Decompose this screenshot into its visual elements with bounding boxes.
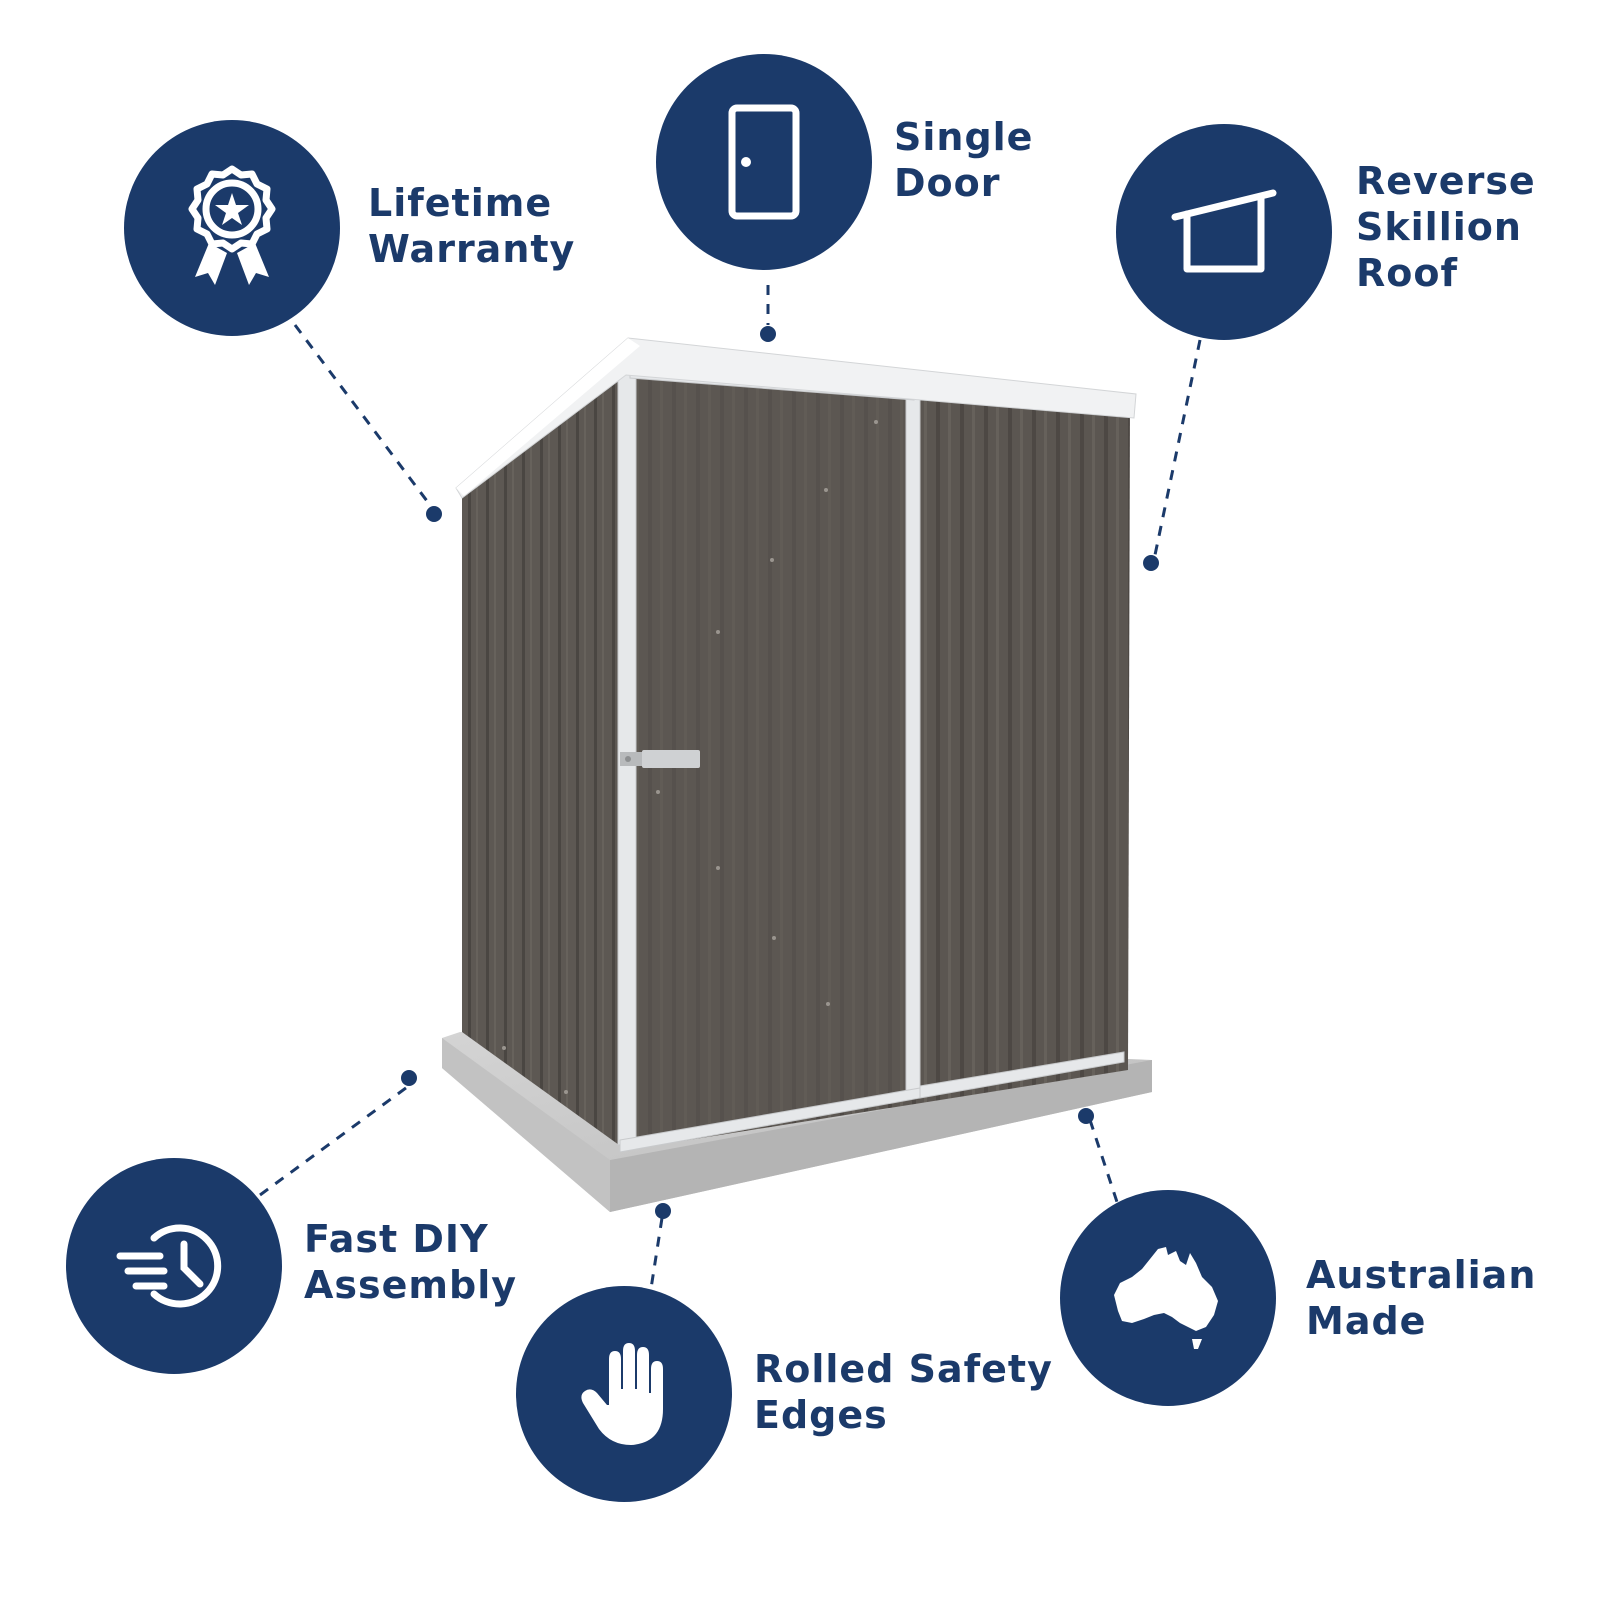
warranty-connector-dot xyxy=(426,506,442,522)
award-ribbon-icon xyxy=(188,165,276,285)
shed-side-wall xyxy=(462,362,626,1150)
door-label-line1: Single xyxy=(894,115,1034,159)
roof-badge xyxy=(1116,124,1332,340)
made-badge xyxy=(1060,1190,1276,1406)
door-label: Single Door xyxy=(894,114,1033,206)
door-label-line2: Door xyxy=(894,161,1001,205)
made-connector-dot xyxy=(1078,1108,1094,1124)
warranty-badge xyxy=(124,120,340,336)
roof-label: Reverse Skillion Roof xyxy=(1356,158,1536,296)
assembly-label-line2: Assembly xyxy=(304,1263,518,1307)
door-icon xyxy=(728,104,800,220)
made-connector xyxy=(1088,1119,1120,1206)
assembly-connector xyxy=(259,1083,411,1197)
assembly-badge xyxy=(66,1158,282,1374)
shed-door-panel xyxy=(636,375,908,1138)
made-label-line1: Australian xyxy=(1306,1253,1537,1297)
door-latch xyxy=(620,750,700,768)
edges-connector xyxy=(648,1217,664,1296)
warranty-label-line2: Warranty xyxy=(368,227,576,271)
made-label-line2: Made xyxy=(1306,1299,1427,1343)
roof-label-line1: Reverse xyxy=(1356,159,1536,203)
warranty-label: Lifetime Warranty xyxy=(368,180,575,272)
hand-icon xyxy=(581,1343,663,1445)
edges-label-line1: Rolled Safety xyxy=(754,1347,1053,1391)
roof-connector-dot xyxy=(1143,555,1159,571)
assembly-label-line1: Fast DIY xyxy=(304,1217,489,1261)
door-badge xyxy=(656,54,872,270)
clock-speed-icon xyxy=(116,1224,222,1308)
door-connector-dot xyxy=(760,326,776,342)
skillion-roof-icon xyxy=(1171,189,1277,273)
assembly-connector-dot xyxy=(401,1070,417,1086)
warranty-label-line1: Lifetime xyxy=(368,181,553,225)
made-label: Australian Made xyxy=(1306,1252,1536,1344)
edges-connector-dot xyxy=(655,1203,671,1219)
edges-label-line2: Edges xyxy=(754,1393,888,1437)
assembly-label: Fast DIY Assembly xyxy=(304,1216,517,1308)
roof-label-line3: Roof xyxy=(1356,251,1459,295)
front-base-trim xyxy=(919,1051,1125,1099)
australia-map-icon xyxy=(1114,1247,1218,1349)
edges-badge xyxy=(516,1286,732,1502)
roof-label-line2: Skillion xyxy=(1356,205,1522,249)
door-frame-right xyxy=(905,394,921,1095)
edges-label: Rolled Safety Edges xyxy=(754,1346,1053,1438)
